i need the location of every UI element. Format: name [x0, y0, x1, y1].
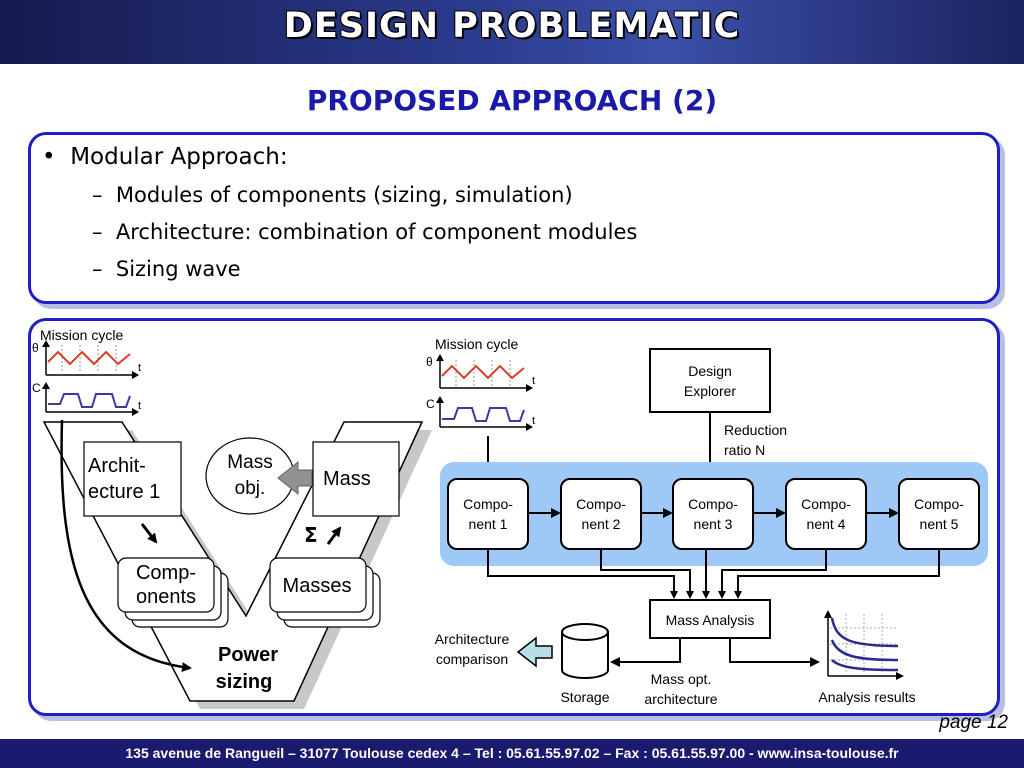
components-to-mass-analysis-arrows — [487, 549, 940, 599]
sub-bullet-text: Modules of components (sizing, simulatio… — [115, 183, 573, 207]
mission-cycle-label: Mission cycle — [40, 327, 123, 343]
mass-opt-line1: Mass opt. — [651, 671, 712, 687]
mass-analysis-box: Mass Analysis — [649, 599, 771, 639]
c-label: C — [426, 397, 435, 411]
components-stack: Comp- onents — [117, 557, 229, 628]
bullet-glyph: • — [42, 144, 56, 170]
sub-bullet-2: – Architecture: combination of component… — [92, 220, 637, 244]
design-explorer-line1: Design — [688, 363, 732, 379]
mass-box: Mass — [312, 441, 400, 517]
t-label: t — [138, 362, 141, 374]
components-line1: Comp- — [136, 562, 196, 584]
slide-title: DESIGN PROBLEMATIC — [283, 6, 741, 46]
analysis-to-results-arrow — [729, 638, 820, 667]
bullet-panel — [28, 132, 1000, 304]
analysis-results-label: Analysis results — [818, 689, 915, 705]
torque-wave — [48, 393, 131, 408]
temperature-wave — [441, 364, 525, 380]
mass-opt-line2: architecture — [644, 691, 717, 707]
reduction-ratio-line2: ratio N — [724, 442, 765, 458]
component-module-5: Compo- nent 5 — [898, 478, 980, 550]
component-line1: Compo- — [463, 496, 513, 512]
component-line1: Compo- — [801, 496, 851, 512]
component-module-3: Compo- nent 3 — [672, 478, 754, 550]
masses-label: Masses — [283, 575, 352, 597]
component-line1: Compo- — [688, 496, 738, 512]
dash-glyph: – — [92, 257, 103, 281]
bullet-main: • Modular Approach: — [42, 144, 288, 170]
design-explorer-box: Design Explorer — [649, 348, 771, 413]
component-module-2: Compo- nent 2 — [560, 478, 642, 550]
component-line2: nent 2 — [582, 516, 621, 532]
t-label: t — [138, 400, 141, 412]
architecture-comparison-line1: Architecture — [435, 631, 510, 647]
components-line2: onents — [136, 586, 196, 608]
architecture-line1: Archit- — [88, 455, 146, 477]
mass-analysis-label: Mass Analysis — [666, 612, 755, 628]
grey-left-arrow — [277, 460, 313, 496]
masses-stack: Masses — [269, 557, 381, 628]
sub-bullet-1: – Modules of components (sizing, simulat… — [92, 183, 573, 207]
analysis-to-storage-arrow — [610, 638, 681, 667]
arch-to-components-arrow — [140, 523, 158, 544]
comparison-arrow — [516, 636, 553, 668]
power-sizing-line2: sizing — [216, 671, 273, 693]
component-line2: nent 4 — [807, 516, 846, 532]
component-line2: nent 5 — [920, 516, 959, 532]
architecture-line2: ecture 1 — [88, 481, 160, 503]
result-curve — [831, 659, 899, 672]
mission-cycle-label: Mission cycle — [435, 336, 518, 352]
result-curve — [830, 639, 899, 662]
theta-label: θ — [32, 341, 39, 355]
mission-cycle-right: Mission cycle θ t C t — [426, 336, 535, 431]
sub-bullet-3: – Sizing wave — [92, 257, 241, 281]
masses-to-mass-arrow — [326, 526, 342, 545]
reduction-ratio-line1: Reduction — [724, 422, 787, 438]
slide-subtitle: PROPOSED APPROACH (2) — [306, 84, 718, 117]
storage-label: Storage — [560, 689, 609, 705]
component-line1: Compo- — [914, 496, 964, 512]
mass-label: Mass — [323, 468, 371, 490]
component-line2: nent 3 — [694, 516, 733, 532]
mass-obj-line2: obj. — [235, 478, 266, 499]
footer-address: 135 avenue de Rangueil – 31077 Toulouse … — [125, 745, 899, 761]
header-banner: DESIGN PROBLEMATIC — [0, 0, 1024, 64]
component-module-4: Compo- nent 4 — [785, 478, 867, 550]
design-explorer-line2: Explorer — [684, 383, 736, 399]
theta-label: θ — [426, 355, 433, 369]
page-number: page 12 — [939, 712, 1008, 733]
mass-objective: Mass obj. — [205, 437, 295, 515]
mission-cycle-left: Mission cycle θ t C t — [32, 327, 141, 416]
sigma-symbol: Σ — [304, 523, 318, 547]
mission-to-power-sizing-arrow — [60, 419, 192, 673]
dash-glyph: – — [92, 183, 103, 207]
architecture-comparison-line2: comparison — [436, 651, 508, 667]
component-line1: Compo- — [576, 496, 626, 512]
sub-bullet-text: Sizing wave — [115, 257, 241, 281]
c-label: C — [32, 381, 41, 395]
sub-bullet-text: Architecture: combination of component m… — [115, 220, 638, 244]
t-label: t — [532, 415, 535, 427]
storage-cylinder: Storage — [560, 623, 610, 705]
architecture-box: Archit- ecture 1 — [83, 441, 182, 517]
component-line2: nent 1 — [469, 516, 508, 532]
analysis-results-plot: Analysis results — [818, 610, 916, 705]
torque-wave — [442, 407, 525, 422]
dash-glyph: – — [92, 220, 103, 244]
mass-obj-line1: Mass — [227, 452, 272, 473]
result-curve — [830, 617, 899, 648]
t-label: t — [532, 375, 535, 387]
footer-bar: 135 avenue de Rangueil – 31077 Toulouse … — [0, 739, 1024, 768]
component-module-1: Compo- nent 1 — [447, 478, 529, 550]
bullet-main-text: Modular Approach: — [70, 144, 288, 170]
power-sizing-line1: Power — [218, 644, 278, 666]
temperature-wave — [47, 350, 131, 366]
